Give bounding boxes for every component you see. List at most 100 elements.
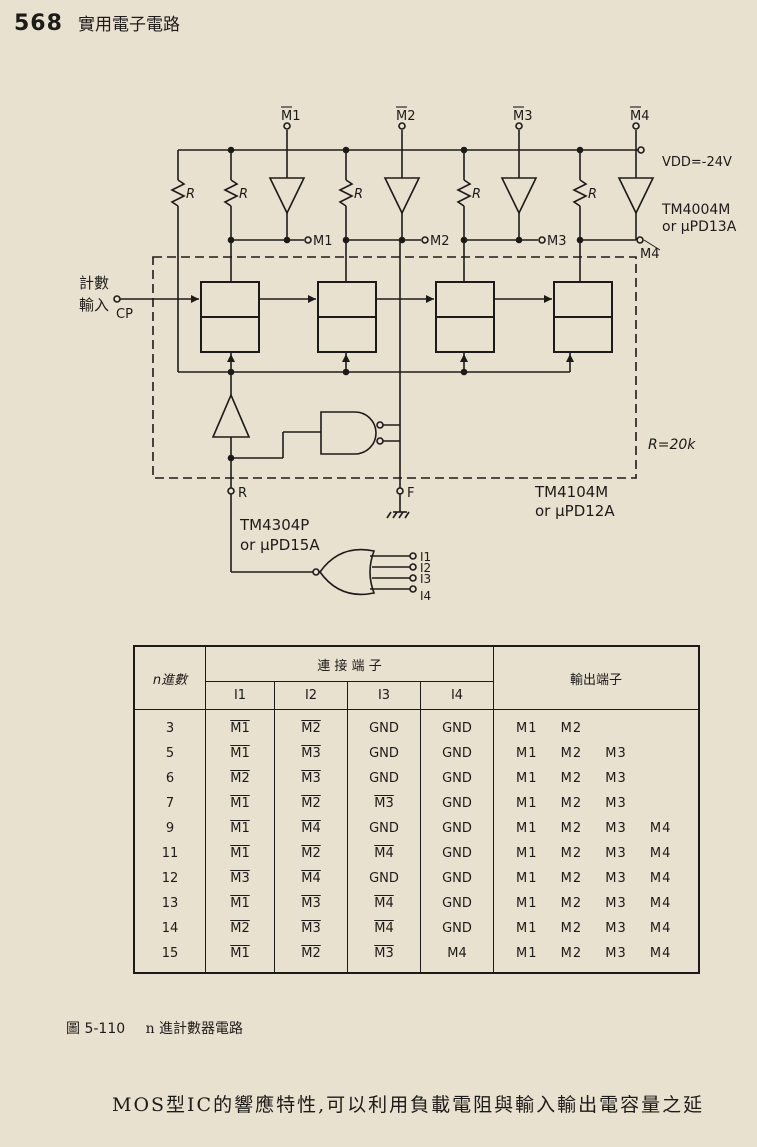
cell-output: M1 M2 — [493, 709, 699, 741]
svg-text:R: R — [472, 187, 481, 202]
svg-text:M3: M3 — [513, 109, 533, 124]
cell-i2: M4 — [274, 866, 348, 891]
figure-number: 圖 5-110 — [66, 1021, 126, 1037]
svg-text:I2: I2 — [420, 561, 431, 575]
cell-i3: GND — [347, 709, 421, 741]
cell-i3: M3 — [347, 791, 421, 816]
counter-circuit-diagram: VDD=-24V — [79, 106, 737, 603]
cell-i2: M3 — [274, 741, 348, 766]
col-i4-header: I4 — [420, 681, 494, 710]
figure-caption: 圖 5-110 n 進計數器電路 — [66, 1018, 243, 1038]
svg-text:I1: I1 — [420, 550, 431, 564]
cell-i2: M2 — [274, 941, 348, 973]
cell-i2: M3 — [274, 891, 348, 916]
cell-i4: GND — [420, 791, 494, 816]
svg-text:M4: M4 — [640, 247, 660, 262]
cell-i4: GND — [420, 709, 494, 741]
svg-text:M1: M1 — [313, 234, 333, 249]
cell-output: M1 M2 M3 — [493, 741, 699, 766]
count-input-label-1: 計數 — [79, 274, 109, 292]
svg-text:M3: M3 — [547, 234, 567, 249]
channel-4 — [572, 122, 655, 282]
buffer-ic-label: TM4004M — [661, 202, 730, 218]
cell-i1: M1 — [205, 941, 275, 973]
page-header: 568 實用電子電路 — [14, 10, 180, 40]
cell-i4: GND — [420, 741, 494, 766]
col-i2-header: I2 — [274, 681, 348, 710]
counter-ic-boundary — [152, 256, 637, 479]
channel-1 — [170, 122, 312, 372]
gate-input-labels: I1 I2 I3 I4 — [420, 550, 431, 603]
channel-2 — [338, 122, 429, 282]
cell-i4: GND — [420, 916, 494, 941]
svg-text:I4: I4 — [420, 589, 431, 603]
cell-i3: GND — [347, 766, 421, 791]
svg-text:R: R — [186, 187, 195, 202]
cell-i2: M3 — [274, 766, 348, 791]
svg-text:M2: M2 — [396, 109, 416, 124]
svg-text:R: R — [354, 187, 363, 202]
cell-n: 3 — [133, 709, 206, 741]
r-value-label: R=20k — [648, 437, 696, 453]
cell-n: 9 — [133, 816, 206, 841]
cell-i1: M3 — [205, 866, 275, 891]
svg-text:I3: I3 — [420, 572, 431, 586]
cell-i2: M4 — [274, 816, 348, 841]
cell-i3: M3 — [347, 941, 421, 973]
col-n-header: n進數 — [133, 645, 206, 710]
svg-text:M4: M4 — [630, 109, 650, 124]
m-bar-labels: M1 M2 M3 M4 — [281, 109, 650, 124]
cell-n: 11 — [133, 841, 206, 866]
cell-i4: GND — [420, 891, 494, 916]
vdd-label: VDD=-24V — [662, 155, 732, 170]
cell-i4: M4 — [420, 941, 494, 973]
m-output-labels: M1 M2 M3 M4 — [313, 234, 660, 262]
channel-3 — [456, 122, 546, 282]
f-label: F — [407, 486, 414, 501]
cp-terminal — [113, 295, 121, 303]
cell-i3: GND — [347, 866, 421, 891]
cell-n: 7 — [133, 791, 206, 816]
cell-i3: GND — [347, 816, 421, 841]
gate-ic-label: TM4304P — [239, 516, 309, 534]
counter-ic-label: TM4104M — [534, 483, 608, 501]
cell-n: 14 — [133, 916, 206, 941]
output-header: 輸出端子 — [493, 645, 700, 710]
svg-text:R: R — [239, 187, 248, 202]
cell-n: 5 — [133, 741, 206, 766]
cell-output: M1 M2 M3 — [493, 766, 699, 791]
cell-output: M1 M2 M3 — [493, 791, 699, 816]
connect-header: 連 接 端 子 — [205, 645, 494, 682]
count-input-label-2: 輸入 — [79, 296, 109, 314]
cell-i1: M2 — [205, 916, 275, 941]
m4-lead — [643, 239, 661, 251]
gate-ic-alt: or μPD15A — [240, 536, 320, 554]
cell-output: M1 M2 M3 M4 — [493, 866, 699, 891]
reset-buffer — [211, 392, 251, 438]
resistor-labels: R R R R R — [186, 187, 597, 202]
cell-i2: M2 — [274, 841, 348, 866]
cell-output: M1 M2 M3 M4 — [493, 841, 699, 866]
col-i3-header: I3 — [347, 681, 421, 710]
cell-output: M1 M2 M3 M4 — [493, 941, 699, 973]
cell-i4: GND — [420, 866, 494, 891]
cell-output: M1 M2 M3 M4 — [493, 916, 699, 941]
cell-i1: M1 — [205, 741, 275, 766]
cell-i1: M1 — [205, 891, 275, 916]
cell-i1: M1 — [205, 709, 275, 741]
cell-n: 6 — [133, 766, 206, 791]
flip-flops — [200, 281, 613, 353]
buffer-ic-alt: or μPD13A — [662, 219, 737, 235]
cell-i2: M3 — [274, 916, 348, 941]
svg-text:M2: M2 — [430, 234, 450, 249]
cell-i4: GND — [420, 816, 494, 841]
